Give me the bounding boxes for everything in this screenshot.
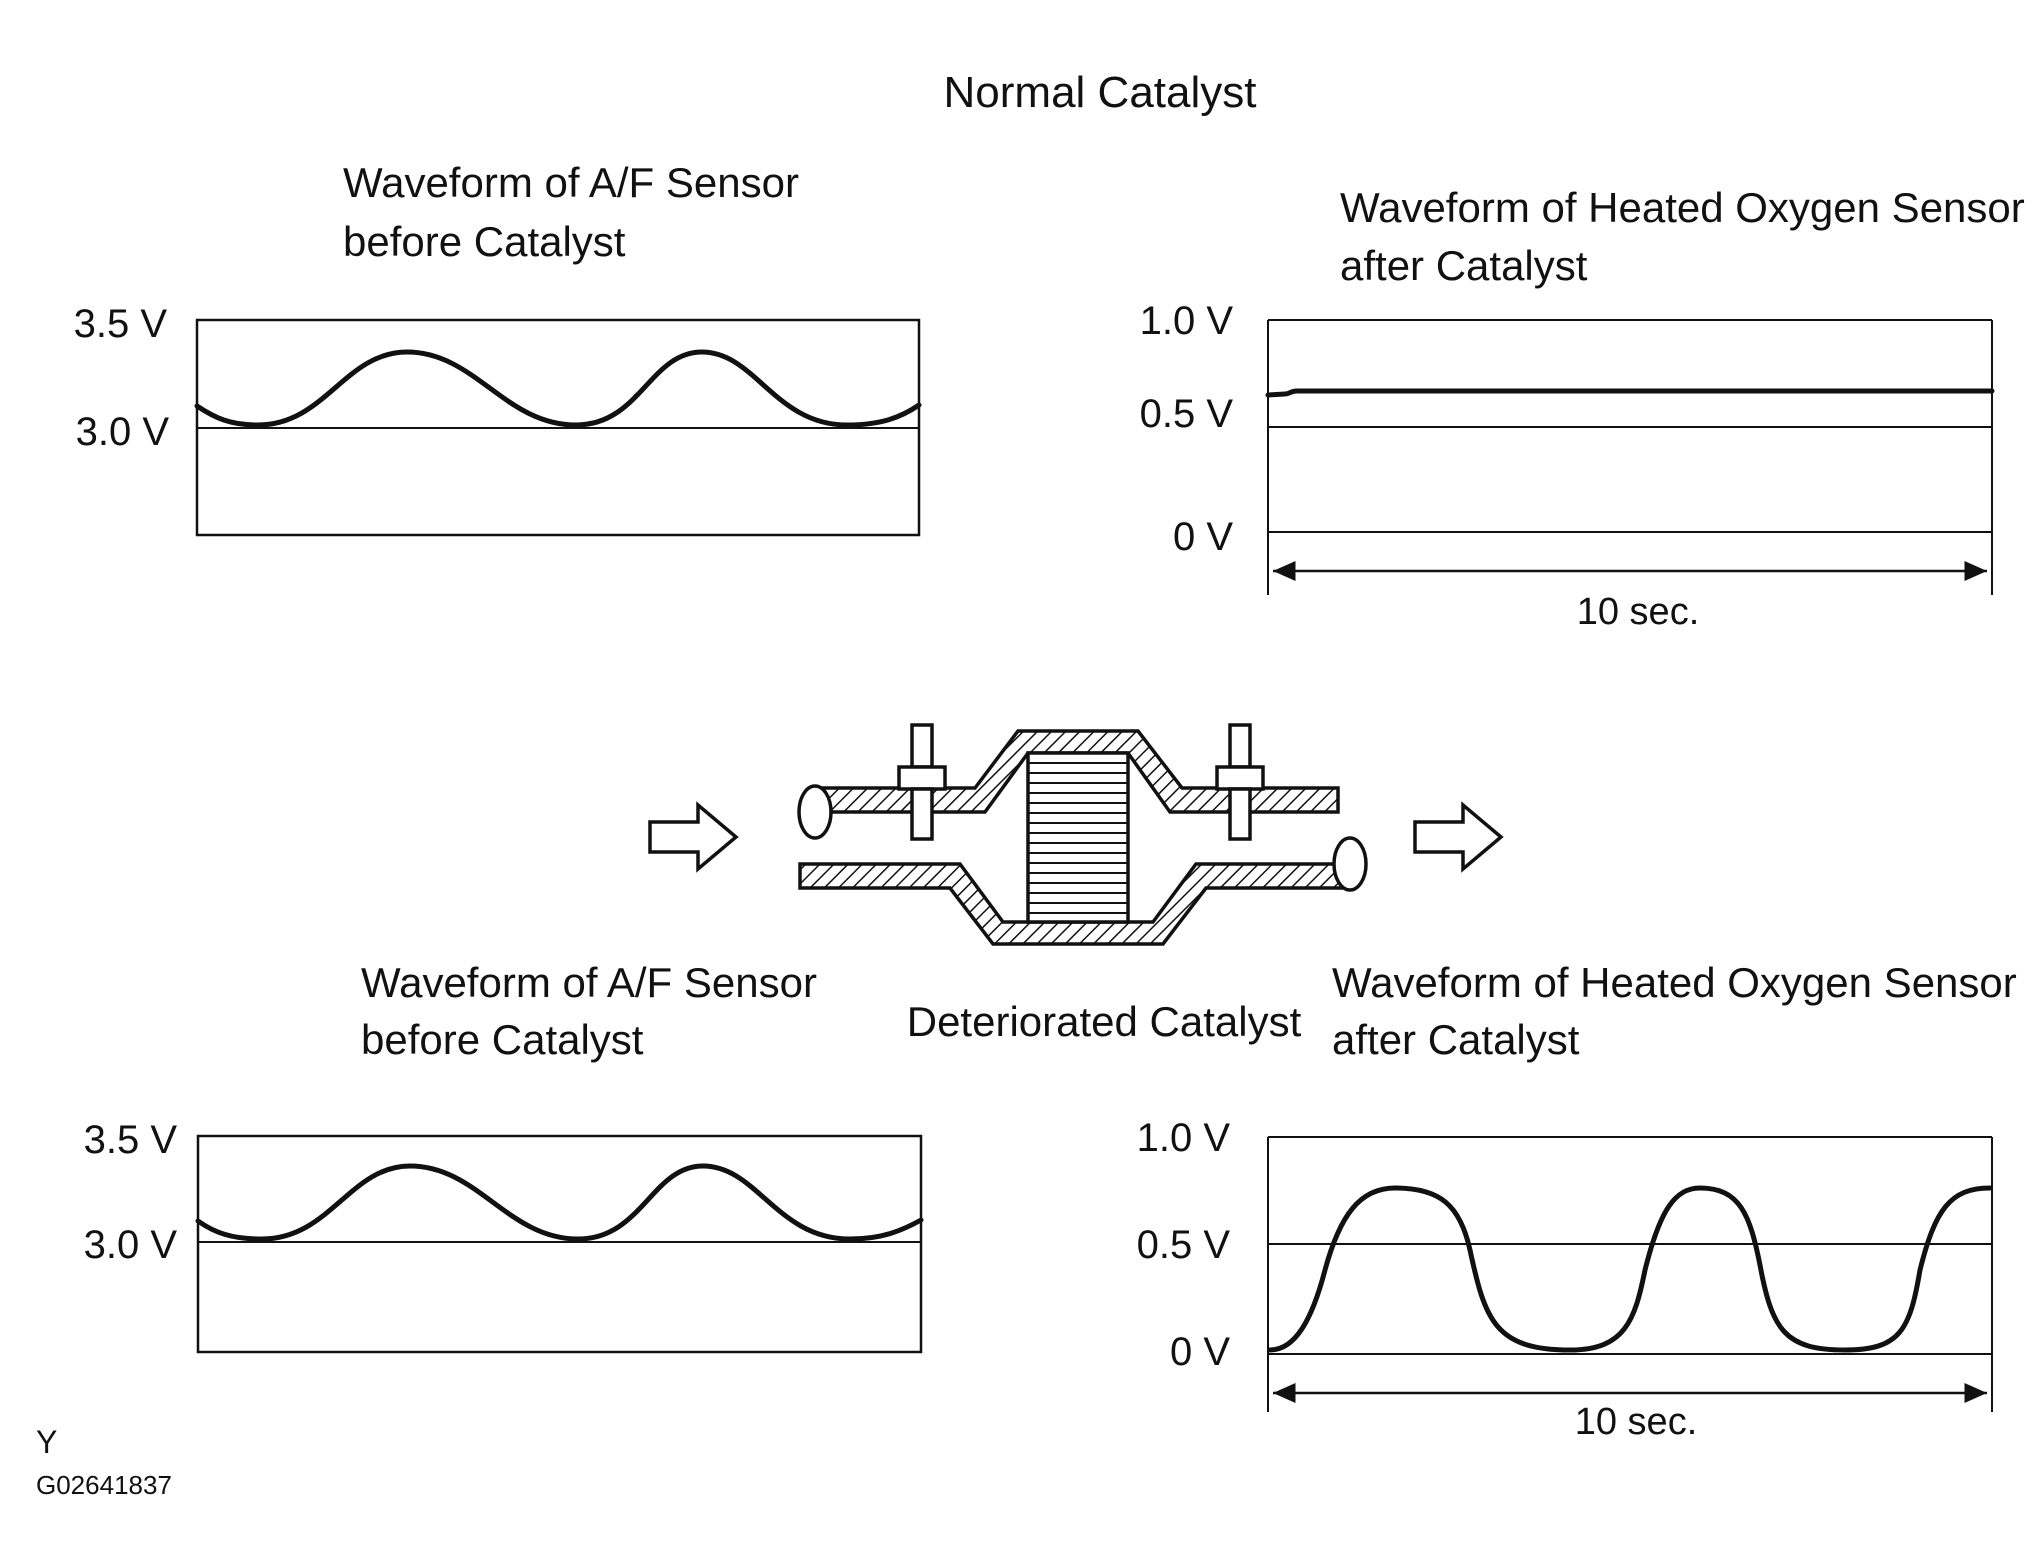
deteriorated-ho2-waveform: [1267, 1185, 1993, 1353]
normal-af-panel: Waveform of A/F Sensor before Catalyst 3…: [74, 159, 922, 537]
catalyst-substrate-cells: [1028, 762, 1128, 914]
flow-in-arrow-icon: [648, 801, 739, 873]
deteriorated-af-waveform: [195, 1163, 924, 1242]
normal-af-caption-line2: before Catalyst: [343, 218, 626, 265]
deteriorated-ho2-tick-bottom: 0 V: [1170, 1330, 1230, 1374]
af-sensor-body: [910, 723, 934, 769]
catalyst-substrate: [1026, 751, 1130, 924]
catalytic-converter-illustration: [648, 723, 1504, 946]
deteriorated-af-tick-mid: 3.0 V: [84, 1223, 178, 1267]
ho2-sensor-nut: [1215, 765, 1265, 791]
deteriorated-af-tick-top: 3.5 V: [84, 1118, 178, 1162]
deteriorated-af-caption-line1: Waveform of A/F Sensor: [361, 959, 817, 1006]
footer-code: G02641837: [36, 1470, 172, 1500]
deteriorated-ho2-tick-mid: 0.5 V: [1137, 1223, 1231, 1267]
normal-ho2-duration: 10 sec.: [1577, 591, 1700, 633]
pipe-inlet-end: [797, 784, 833, 840]
converter-upper-shell: [813, 729, 1340, 814]
normal-af-tick-top: 3.5 V: [74, 302, 168, 346]
deteriorated-ho2-caption-line2: after Catalyst: [1332, 1016, 1580, 1063]
normal-ho2-waveform: [1265, 388, 1995, 398]
af-sensor-tip: [910, 787, 934, 841]
normal-af-waveform: [194, 349, 922, 428]
pipe-outlet-end: [1332, 836, 1368, 892]
ho2-sensor-tip: [1228, 787, 1252, 841]
page-title: Normal Catalyst: [944, 68, 1257, 117]
normal-ho2-tick-bottom: 0 V: [1173, 515, 1233, 559]
deteriorated-ho2-tick-top: 1.0 V: [1137, 1116, 1231, 1160]
deteriorated-af-panel: Waveform of A/F Sensor before Catalyst 3…: [84, 959, 924, 1354]
normal-ho2-caption-line2: after Catalyst: [1340, 242, 1588, 289]
normal-af-tick-mid: 3.0 V: [76, 410, 170, 454]
normal-ho2-panel: Waveform of Heated Oxygen Sensor after C…: [1140, 184, 2025, 633]
normal-af-caption-line1: Waveform of A/F Sensor: [343, 159, 799, 206]
deteriorated-catalyst-label: Deteriorated Catalyst: [907, 998, 1302, 1045]
deteriorated-ho2-duration: 10 sec.: [1575, 1401, 1698, 1443]
flow-out-arrow-icon: [1413, 801, 1504, 873]
deteriorated-af-plot-frame: [196, 1134, 923, 1354]
normal-ho2-tick-top: 1.0 V: [1140, 299, 1234, 343]
deteriorated-ho2-caption-line1: Waveform of Heated Oxygen Sensor: [1332, 959, 2017, 1006]
deteriorated-ho2-panel: Waveform of Heated Oxygen Sensor after C…: [1137, 959, 2017, 1443]
ho2-sensor-body: [1228, 723, 1252, 769]
af-sensor-nut: [897, 765, 947, 791]
deteriorated-af-caption-line2: before Catalyst: [361, 1016, 644, 1063]
normal-ho2-tick-mid: 0.5 V: [1140, 392, 1234, 436]
footer-letter: Y: [36, 1424, 57, 1460]
normal-ho2-caption-line1: Waveform of Heated Oxygen Sensor: [1340, 184, 2025, 231]
